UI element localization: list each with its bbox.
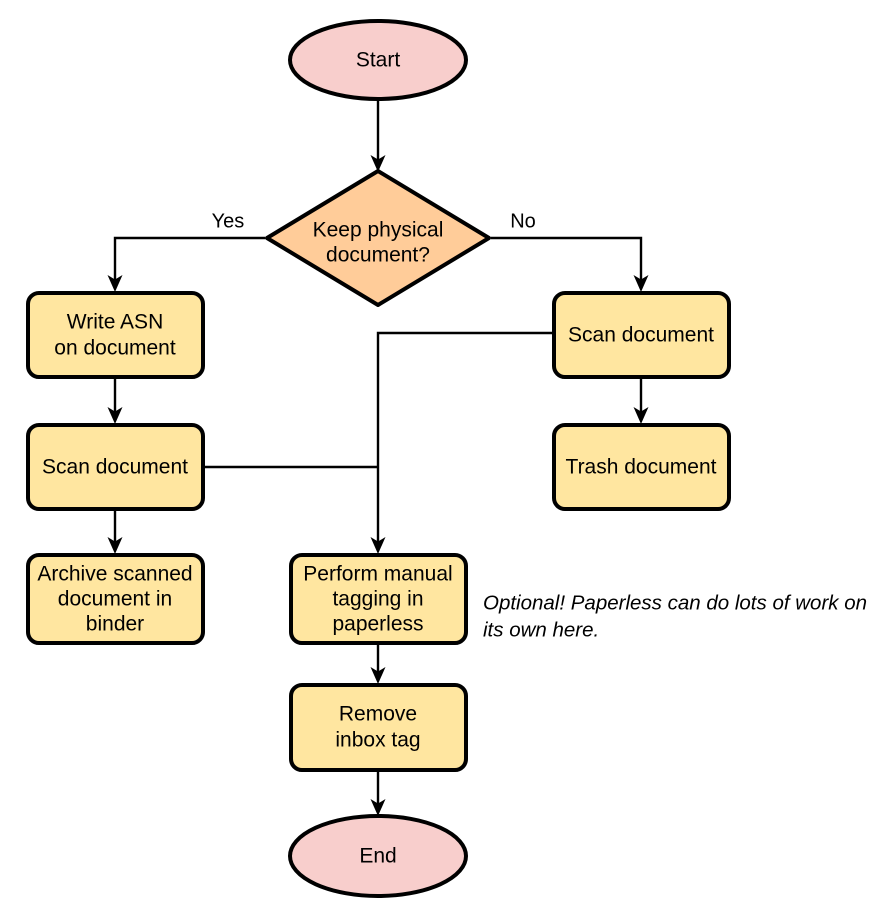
node-scan-document-right[interactable]: Scan document — [552, 291, 731, 379]
node-remove-inbox-tag[interactable]: Remove inbox tag — [289, 683, 468, 772]
tagging-label-line2: tagging in — [332, 588, 423, 611]
remove-inbox-box — [289, 683, 468, 772]
edge-decision-to-write-asn — [107, 236, 265, 292]
edge-scan-right-to-trash — [633, 379, 649, 424]
optional-note-line1: Optional! Paperless can do lots of work … — [483, 591, 867, 614]
trash-document-box — [552, 423, 731, 511]
edge-label-no: No — [510, 210, 536, 232]
write-asn-box — [26, 291, 205, 379]
arrowhead-icon — [370, 537, 386, 554]
arrowhead-icon — [633, 407, 649, 424]
edge-line — [376, 331, 552, 544]
arrowhead-icon — [107, 407, 123, 424]
edge-tagging-to-remove-inbox — [370, 645, 386, 684]
node-perform-manual-tagging-in-paperless[interactable]: Perform manual tagging in paperless — [289, 553, 468, 645]
edge-line — [491, 236, 643, 282]
edge-trunk-arrow-into-tagging — [370, 537, 386, 554]
tagging-label-line1: Perform manual — [303, 563, 452, 586]
node-decision-keep-physical-document[interactable]: Keep physical document? — [265, 169, 491, 307]
tagging-box — [289, 553, 468, 645]
archive-label-line3: binder — [86, 613, 144, 636]
scan-document-left-box — [26, 423, 205, 511]
arrowhead-icon — [370, 155, 386, 172]
edge-remove-inbox-to-end — [370, 772, 386, 816]
scan-document-left-label: Scan document — [42, 456, 188, 479]
start-ellipse — [288, 19, 468, 101]
arrowhead-icon — [370, 799, 386, 816]
node-end[interactable]: End — [288, 814, 468, 898]
end-ellipse — [288, 814, 468, 898]
arrowhead-icon — [107, 537, 123, 554]
optional-note-line2: its own here. — [483, 618, 599, 641]
write-asn-label-line1: Write ASN — [67, 311, 163, 334]
edge-label-yes: Yes — [212, 210, 245, 232]
edge-start-to-decision — [370, 100, 386, 172]
tagging-label-line3: paperless — [332, 613, 423, 636]
node-scan-document-left[interactable]: Scan document — [26, 423, 205, 511]
node-write-asn-on-document[interactable]: Write ASN on document — [26, 291, 205, 379]
scan-document-right-box — [552, 291, 731, 379]
node-trash-document[interactable]: Trash document — [552, 423, 731, 511]
arrowhead-icon — [107, 275, 123, 292]
edge-write-asn-to-scan-left — [107, 379, 123, 424]
start-label: Start — [356, 49, 401, 72]
write-asn-label-line2: on document — [54, 337, 176, 360]
edge-decision-to-scan-right — [491, 236, 649, 292]
edge-scan-left-to-archive — [107, 511, 123, 554]
arrowhead-icon — [633, 275, 649, 292]
edge-scan-right-to-tagging — [376, 331, 552, 544]
archive-label-line2: document in — [58, 588, 172, 611]
node-archive-scanned-document-in-binder[interactable]: Archive scanned document in binder — [26, 553, 205, 645]
end-label: End — [359, 845, 396, 868]
arrowhead-icon — [370, 667, 386, 684]
archive-label-line1: Archive scanned — [37, 563, 192, 586]
annotation-optional-note: Optional! Paperless can do lots of work … — [483, 591, 867, 641]
node-start[interactable]: Start — [288, 19, 468, 101]
decision-label-line2: document? — [326, 244, 430, 267]
edge-line — [113, 236, 265, 282]
scan-document-right-label: Scan document — [568, 324, 714, 347]
decision-label-line1: Keep physical — [313, 219, 444, 242]
remove-inbox-label-line1: Remove — [339, 703, 417, 726]
archive-box — [26, 553, 205, 645]
remove-inbox-label-line2: inbox tag — [335, 729, 420, 752]
decision-diamond — [265, 169, 491, 307]
trash-document-label: Trash document — [566, 456, 717, 479]
